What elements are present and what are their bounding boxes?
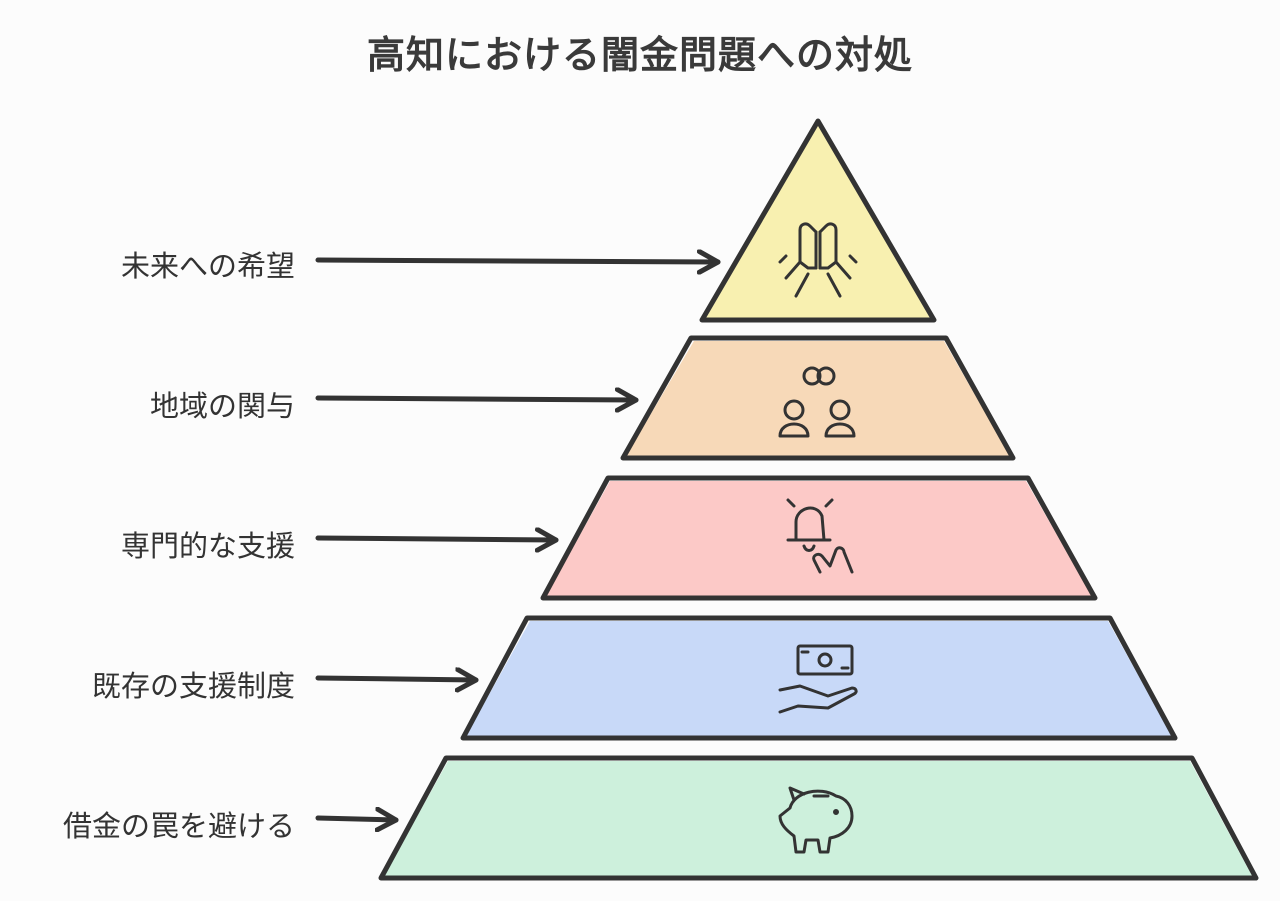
level-label-hope: 未来への希望 <box>120 249 295 283</box>
money-hand-icon <box>778 644 858 714</box>
arrows <box>315 260 721 820</box>
level-community <box>620 335 1016 461</box>
community-people-icon <box>778 366 856 438</box>
arrow-hope <box>315 260 721 262</box>
piggy-bank-icon <box>778 786 854 854</box>
level-hope <box>699 118 937 323</box>
praying-hands-icon <box>778 222 858 298</box>
level-avoid-debt <box>378 755 1259 881</box>
bell-touch-icon <box>786 498 854 574</box>
level-label-community: 地域の関与 <box>149 389 295 423</box>
level-label-existing-support: 既存の支援制度 <box>91 669 295 703</box>
diagram-title: 高知における闇金問題への対処 <box>366 33 913 77</box>
arrow-professional <box>315 538 559 540</box>
level-label-avoid-debt: 借金の罠を避ける <box>62 809 295 843</box>
level-existing-support <box>460 615 1178 741</box>
arrow-avoid-debt <box>315 818 399 820</box>
arrow-existing-support <box>315 678 479 680</box>
level-label-professional: 専門的な支援 <box>120 529 295 563</box>
level-professional <box>540 475 1098 601</box>
arrow-community <box>315 398 639 400</box>
